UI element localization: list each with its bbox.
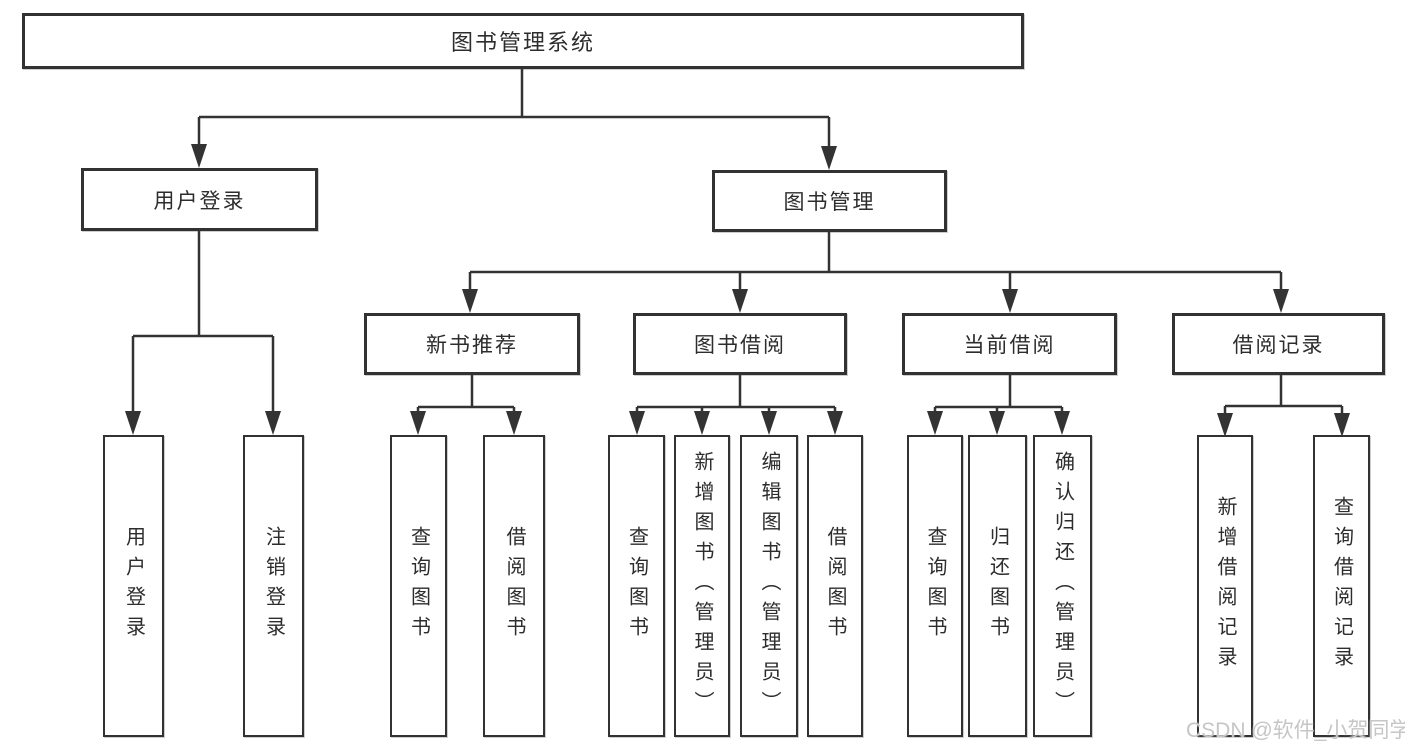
arrowhead [827,411,843,435]
arrowhead [694,411,710,435]
node-new-book-recommendation: 新书推荐 [364,313,580,375]
leaf-query-books-recommendation: 查询图书 [390,435,447,737]
arrowhead [462,289,478,313]
leaf-borrow-books-borrowing: 借阅图书 [807,435,863,737]
edge-userlogin-leaves [131,231,275,413]
arrowhead [410,411,426,435]
leaf-add-borrowing-record-label: 新增借阅记录 [1214,496,1236,676]
leaf-query-borrowing-record-label: 查询借阅记录 [1330,496,1353,676]
node-root: 图书管理系统 [22,13,1024,69]
arrowhead [506,411,522,435]
node-book-management: 图书管理 [712,170,947,232]
node-borrowing-records-label: 借阅记录 [1232,334,1325,357]
leaf-query-books-recommendation-label: 查询图书 [407,526,430,646]
leaf-query-books-current-label: 查询图书 [924,526,946,646]
arrowhead [191,144,207,168]
node-current-borrowing-label: 当前借阅 [963,334,1056,357]
arrowhead [989,411,1005,435]
edge-currentborrow-leaves [933,375,1064,413]
arrowhead [761,411,777,435]
leaf-query-borrowing-record: 查询借阅记录 [1313,435,1370,737]
leaf-add-borrowing-record: 新增借阅记录 [1197,435,1253,737]
node-current-borrowing: 当前借阅 [902,313,1117,375]
leaf-borrow-books-borrowing-label: 借阅图书 [824,526,846,646]
node-book-management-label: 图书管理 [783,191,876,214]
edge-root-level2 [197,69,831,148]
leaf-add-books-admin: 新增图书（管理员） [674,435,730,737]
node-root-label: 图书管理系统 [450,30,595,55]
leaf-logout: 注销登录 [243,435,304,737]
leaf-return-books: 归还图书 [968,435,1027,737]
edge-bookborrow-leaves [635,375,837,413]
leaf-query-books-borrowing: 查询图书 [608,435,665,737]
leaf-borrow-books-recommendation-label: 借阅图书 [503,526,525,646]
arrowhead [629,411,645,435]
arrowhead [732,289,748,313]
arrowhead [1273,289,1289,313]
node-user-login: 用户登录 [81,168,318,231]
arrowhead [1217,413,1233,437]
node-borrowing-records: 借阅记录 [1172,313,1385,375]
arrowhead [265,411,281,435]
leaf-borrow-books-recommendation: 借阅图书 [483,435,545,737]
leaf-edit-books-admin-label: 编辑图书（管理员） [758,451,780,721]
leaf-confirm-return-admin-label: 确认归还（管理员） [1051,451,1074,721]
arrowhead [927,411,943,435]
leaf-confirm-return-admin: 确认归还（管理员） [1033,435,1092,737]
arrowhead [1054,411,1070,435]
edge-bookmgmt-level3 [468,232,1283,291]
node-new-book-recommendation-label: 新书推荐 [426,334,518,357]
arrowhead [821,146,837,170]
node-user-login-label: 用户登录 [153,189,246,213]
arrowhead [1334,413,1350,437]
edge-newbookrec-leaves [416,374,516,413]
edge-borrowrecord-leaves [1223,375,1344,415]
leaf-logout-label: 注销登录 [262,526,285,646]
leaf-edit-books-admin: 编辑图书（管理员） [740,435,798,737]
node-book-borrowing-label: 图书借阅 [694,334,786,357]
node-book-borrowing: 图书借阅 [633,313,847,375]
leaf-return-books-label: 归还图书 [986,526,1009,646]
csdn-watermark: CSDN @软件_小贺同学 [1186,719,1405,742]
leaf-user-login-label: 用户登录 [122,526,145,646]
leaf-query-books-borrowing-label: 查询图书 [625,526,648,646]
leaf-add-books-admin-label: 新增图书（管理员） [691,451,713,721]
arrowheads [125,144,1350,437]
leaf-user-login: 用户登录 [103,435,164,737]
leaf-query-books-current: 查询图书 [907,435,963,737]
arrowhead [125,411,141,435]
arrowhead [1002,289,1018,313]
